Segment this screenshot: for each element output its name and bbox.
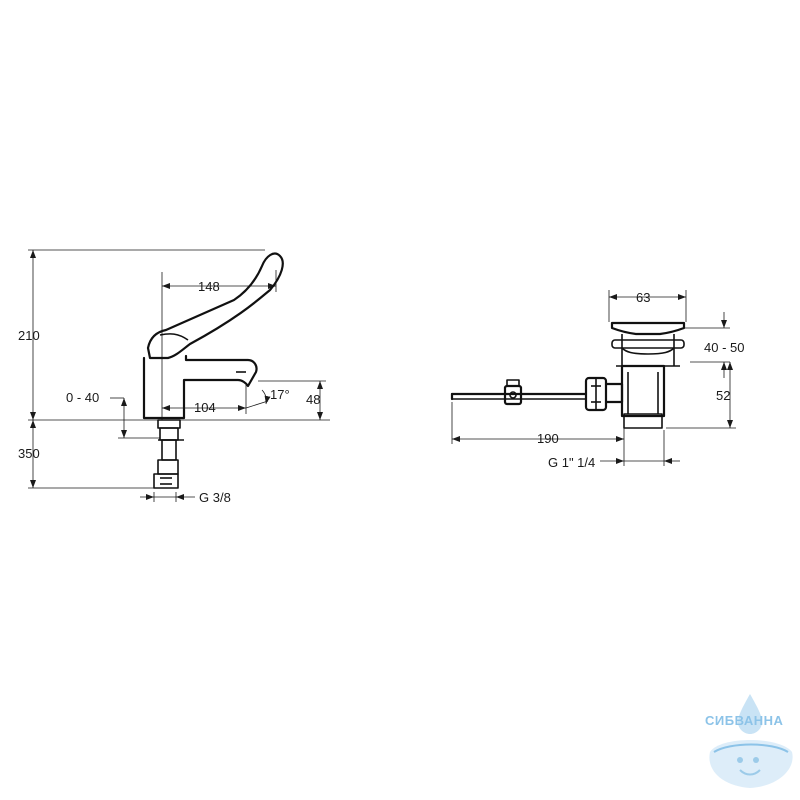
dim-spout-angle: 17° [270, 387, 290, 402]
dim-plug-height: 40 - 50 [704, 340, 744, 355]
dim-body-height: 52 [716, 388, 730, 403]
dim-plug-width: 63 [636, 290, 650, 305]
drain-drawing: 63 40 - 50 52 [450, 290, 744, 470]
dim-connection: G 3/8 [199, 490, 231, 505]
dim-deck-range: 0 - 40 [66, 390, 99, 405]
dim-thread: G 1" 1/4 [548, 455, 595, 470]
faucet-drawing: 210 350 148 0 - 40 104 17° 48 [18, 249, 330, 505]
dim-height-total: 210 [18, 328, 40, 343]
dim-rod-length: 190 [537, 431, 559, 446]
dim-spout-height: 48 [306, 392, 320, 407]
brand-logo [709, 694, 793, 788]
dim-hose-length: 350 [18, 446, 40, 461]
dim-spout-reach: 104 [194, 400, 216, 415]
dim-handle-length: 148 [198, 279, 220, 294]
brand-name: СИБВАННА [705, 713, 784, 728]
